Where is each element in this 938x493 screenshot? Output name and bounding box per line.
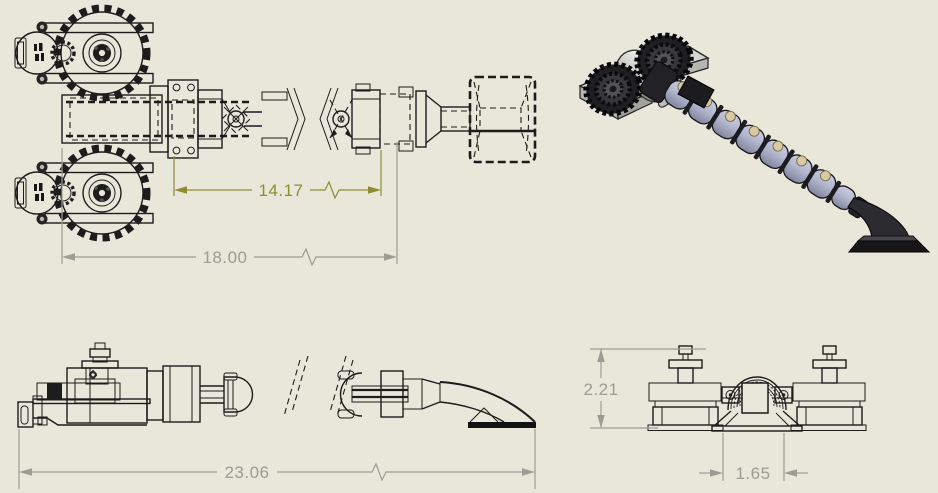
tube-body	[61, 94, 250, 144]
arm-segment-left	[197, 89, 288, 149]
dimension-overall-top-length[interactable]: 18.00	[61, 142, 398, 267]
arm-segment-right	[329, 83, 471, 155]
front-gear-stack-right	[790, 345, 867, 431]
dimension-overall-side-length[interactable]: 23.06	[18, 429, 536, 489]
dim-break-zigzag	[319, 180, 344, 200]
front-gear-stack-left	[647, 345, 724, 431]
dim-arrow-left	[19, 468, 32, 476]
dim-text-23-06[interactable]: 23.06	[224, 463, 269, 482]
dimension-base-width[interactable]: 1.65	[699, 433, 808, 483]
dim-arrow-right	[368, 186, 381, 194]
scoop-top-view	[468, 75, 537, 164]
mount-flange	[149, 79, 199, 159]
side-gear-train	[36, 378, 121, 404]
dimension-front-height[interactable]: 2.21	[583, 348, 706, 429]
break-symbol-left	[286, 87, 306, 151]
front-arch	[711, 376, 803, 432]
dim-break-zigzag	[296, 247, 321, 267]
motor-gear-assembly-bottom	[15, 148, 153, 238]
iso-collar	[677, 75, 715, 109]
side-elevation-view[interactable]	[17, 342, 536, 428]
dimension-arm-section-length[interactable]: 14.17	[173, 150, 382, 200]
top-plan-view[interactable]	[15, 8, 537, 238]
front-end-view[interactable]	[647, 345, 867, 432]
dim-text-14-17[interactable]: 14.17	[258, 181, 303, 200]
dim-arrow-right	[710, 469, 723, 477]
dim-text-1-65[interactable]: 1.65	[735, 464, 770, 483]
iso-segmented-arm	[639, 61, 869, 219]
dim-break-zigzag	[366, 462, 391, 482]
side-base-body	[17, 367, 151, 428]
dim-arrow-left	[784, 469, 797, 477]
isometric-view[interactable]	[578, 28, 931, 253]
side-coupler	[146, 365, 201, 423]
side-scraper	[439, 381, 536, 428]
side-arm-left	[200, 372, 254, 417]
break-symbol-right	[319, 87, 339, 151]
dim-text-18-00[interactable]: 18.00	[202, 248, 247, 267]
motor-gear-assembly-top	[15, 8, 153, 98]
dim-arrow-right	[384, 253, 397, 261]
iso-scraper-end	[847, 197, 931, 253]
scraper-foot	[468, 422, 536, 428]
dim-arrow-down	[597, 415, 605, 428]
dim-arrow-right	[522, 468, 535, 476]
side-spindle	[81, 342, 119, 385]
side-arm-right	[337, 370, 441, 419]
dim-arrow-up	[597, 349, 605, 362]
iso-gear-2	[583, 61, 643, 117]
dim-arrow-left	[62, 253, 75, 261]
dim-text-2-21[interactable]: 2.21	[583, 380, 618, 399]
dim-arrow-left	[174, 186, 187, 194]
